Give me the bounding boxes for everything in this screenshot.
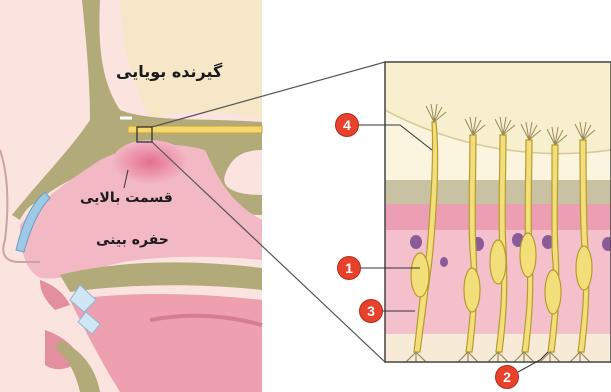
upper-part-label: قسمت بالایی <box>80 190 173 206</box>
upper-part-region <box>112 140 188 184</box>
olfactory-receptor-label: گیرنده بویایی <box>116 62 222 81</box>
callout-3: 3 <box>360 300 382 322</box>
callout-2: 2 <box>496 366 518 388</box>
supporting-layer <box>385 180 611 204</box>
nasal-cavity-label: حفره بینی <box>96 232 169 248</box>
magnified-epithelium <box>385 62 611 364</box>
callout-1: 1 <box>338 257 360 279</box>
callout-4: 4 <box>336 114 358 136</box>
